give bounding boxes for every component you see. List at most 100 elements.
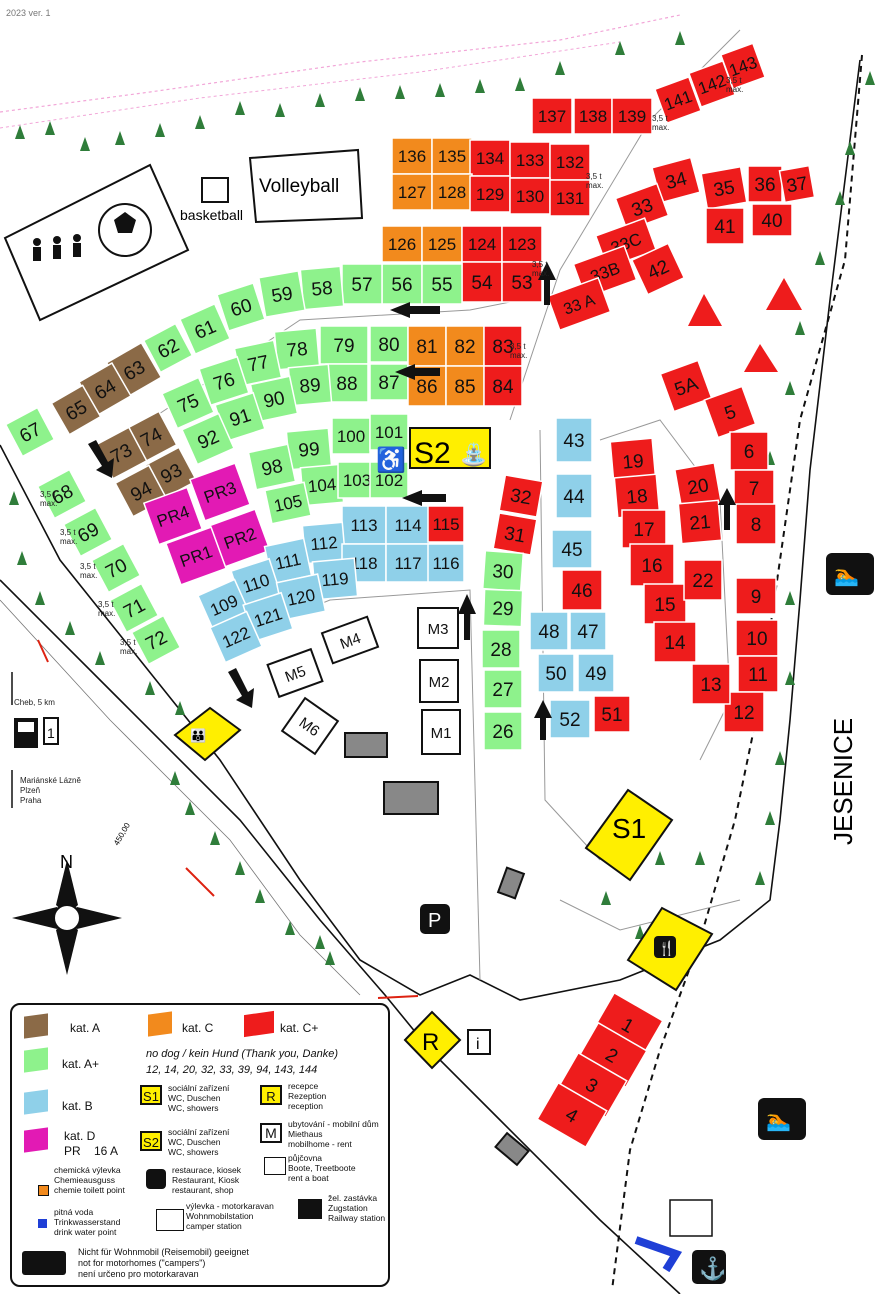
pitch-47[interactable]: 47 — [569, 611, 607, 651]
pitch-105[interactable]: 105 — [264, 481, 312, 525]
pitch-115[interactable]: 115 — [427, 505, 465, 543]
pitch-134[interactable]: 134 — [469, 139, 511, 177]
pitch-143[interactable]: 143 — [719, 42, 767, 90]
pitch-33a[interactable]: 33 A — [546, 276, 612, 332]
pitch-59[interactable]: 59 — [257, 269, 307, 319]
pitch-8[interactable]: 8 — [735, 503, 777, 545]
pitch-44[interactable]: 44 — [555, 473, 593, 519]
pitch-119[interactable]: 119 — [311, 557, 359, 601]
pitch-57[interactable]: 57 — [341, 263, 383, 305]
pitch-54[interactable]: 54 — [461, 261, 503, 303]
pitch-81[interactable]: 81 — [407, 325, 447, 367]
pitch-98[interactable]: 98 — [247, 443, 297, 491]
pitch-22[interactable]: 22 — [683, 559, 723, 601]
pitch-17[interactable]: 17 — [621, 509, 667, 549]
pitch-114[interactable]: 114 — [385, 505, 431, 545]
pitch-5a[interactable]: 5A — [659, 359, 713, 413]
pitch-123[interactable]: 123 — [501, 225, 543, 263]
pitch-46[interactable]: 46 — [561, 569, 603, 611]
pitch-31[interactable]: 31 — [492, 512, 538, 556]
pitch-89[interactable]: 89 — [287, 363, 333, 407]
pitch-84[interactable]: 84 — [483, 365, 523, 407]
pitch-56[interactable]: 56 — [381, 263, 423, 305]
s2-sanitary[interactable]: S2 ⛲ — [409, 427, 491, 470]
pitch-69[interactable]: 69 — [62, 506, 114, 558]
pitch-87[interactable]: 87 — [369, 363, 409, 401]
pitch-127[interactable]: 127 — [391, 173, 433, 211]
pitch-5[interactable]: 5 — [703, 385, 757, 439]
pitch-65[interactable]: 65 — [50, 384, 102, 436]
pitch-50[interactable]: 50 — [537, 653, 575, 693]
pitch-117[interactable]: 117 — [385, 543, 431, 583]
pitch-138[interactable]: 138 — [573, 97, 613, 135]
pitch-137[interactable]: 137 — [531, 97, 573, 135]
pitch-41[interactable]: 41 — [705, 207, 745, 245]
pitch-35[interactable]: 35 — [700, 165, 748, 211]
pitch-34[interactable]: 34 — [651, 156, 701, 204]
pitch-118[interactable]: 118 — [341, 543, 387, 583]
pitch-122[interactable]: 122 — [209, 610, 263, 664]
pitch-85[interactable]: 85 — [445, 365, 485, 407]
mobilehome-m4[interactable]: M4 — [320, 615, 380, 665]
pitch-126[interactable]: 126 — [381, 225, 423, 263]
pitch-11[interactable]: 11 — [737, 655, 779, 693]
pitch-83[interactable]: 83 — [483, 325, 523, 367]
pitch-16[interactable]: 16 — [629, 543, 675, 587]
pitch-99[interactable]: 99 — [285, 427, 333, 471]
pitch-102[interactable]: 102 — [369, 461, 409, 499]
pitch-13[interactable]: 13 — [691, 663, 731, 705]
pitch-pr3[interactable]: PR3 — [188, 462, 252, 522]
mobilehome-m6[interactable]: M6 — [280, 696, 340, 756]
parking[interactable]: P — [420, 904, 450, 934]
pitch-14[interactable]: 14 — [653, 621, 697, 663]
pitch-51[interactable]: 51 — [593, 695, 631, 733]
pitch-100[interactable]: 100 — [331, 417, 371, 455]
pitch-76[interactable]: 76 — [198, 355, 250, 407]
pitch-101[interactable]: 101 — [369, 413, 409, 451]
pitch-53[interactable]: 53 — [501, 261, 543, 303]
pitch-112[interactable]: 112 — [301, 521, 347, 565]
pitch-68[interactable]: 68 — [36, 468, 88, 520]
pitch-26[interactable]: 26 — [483, 711, 523, 751]
pitch-132[interactable]: 132 — [549, 143, 591, 181]
pitch-128[interactable]: 128 — [431, 173, 473, 211]
pitch-133[interactable]: 133 — [509, 141, 551, 179]
reception[interactable]: R — [403, 1010, 462, 1070]
pitch-37[interactable]: 37 — [778, 164, 816, 204]
pitch-135[interactable]: 135 — [431, 137, 473, 175]
pitch-28[interactable]: 28 — [481, 629, 521, 669]
pitch-61[interactable]: 61 — [178, 302, 232, 356]
pitch-10[interactable]: 10 — [735, 619, 779, 657]
pitch-88[interactable]: 88 — [325, 363, 369, 403]
pitch-pr1[interactable]: PR1 — [164, 526, 228, 586]
pitch-71[interactable]: 71 — [108, 582, 160, 634]
pitch-2[interactable]: 2 — [576, 1021, 648, 1089]
pitch-72[interactable]: 72 — [130, 614, 182, 666]
pitch-48[interactable]: 48 — [529, 611, 569, 651]
pitch-75[interactable]: 75 — [161, 376, 215, 430]
pitch-82[interactable]: 82 — [445, 325, 485, 367]
pitch-141[interactable]: 141 — [653, 75, 703, 125]
pitch-79[interactable]: 79 — [319, 325, 369, 365]
pitch-125[interactable]: 125 — [421, 225, 463, 263]
pitch-116[interactable]: 116 — [427, 543, 465, 583]
s1-sanitary[interactable]: S1 — [584, 788, 674, 882]
mobilehome-m2[interactable]: M2 — [419, 659, 459, 703]
mobilehome-m3[interactable]: M3 — [417, 607, 459, 649]
pitch-129[interactable]: 129 — [469, 175, 511, 213]
pitch-32[interactable]: 32 — [498, 474, 544, 518]
pitch-52[interactable]: 52 — [549, 699, 591, 739]
pitch-136[interactable]: 136 — [391, 137, 433, 175]
pitch-58[interactable]: 58 — [299, 265, 345, 311]
pitch-9[interactable]: 9 — [735, 577, 777, 615]
playground[interactable]: 👪 — [173, 706, 242, 762]
pitch-42[interactable]: 42 — [630, 242, 686, 296]
mobilehome-m1[interactable]: M1 — [421, 709, 461, 755]
pitch-6[interactable]: 6 — [729, 431, 769, 471]
pitch-139[interactable]: 139 — [611, 97, 653, 135]
restaurant[interactable]: 🍴 — [626, 906, 714, 992]
pitch-30[interactable]: 30 — [481, 549, 525, 593]
pitch-49[interactable]: 49 — [577, 653, 615, 693]
pitch-67[interactable]: 67 — [4, 406, 56, 458]
pitch-45[interactable]: 45 — [551, 529, 593, 569]
